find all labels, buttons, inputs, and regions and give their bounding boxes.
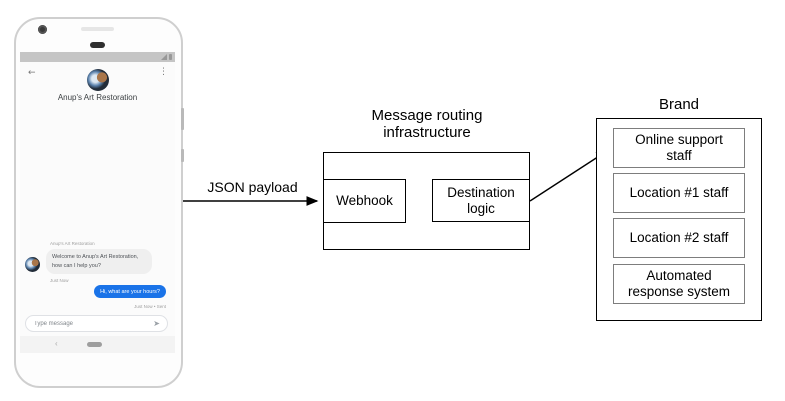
avatar xyxy=(87,69,109,91)
phone-mockup: ← ⋮ Anup's Art Restoration Anup's Art Re… xyxy=(14,17,184,388)
speaker-slot xyxy=(81,27,114,31)
battery-icon xyxy=(169,54,172,60)
brand-box-online-support: Online support staff xyxy=(613,128,745,168)
brand-container-box: Online support staff Location #1 staff L… xyxy=(596,118,762,321)
message-input[interactable] xyxy=(34,316,144,331)
status-bar xyxy=(20,52,175,62)
routing-title: Message routing infrastructure xyxy=(371,107,483,141)
brand-box-location-1: Location #1 staff xyxy=(613,173,745,213)
earpiece xyxy=(90,42,105,48)
json-payload-label: JSON payload xyxy=(207,179,298,195)
nav-back-icon[interactable]: ‹ xyxy=(55,339,58,348)
incoming-timestamp: Just Now xyxy=(50,278,69,283)
brand-box-automated-response: Automated response system xyxy=(613,264,745,304)
overflow-menu-icon[interactable]: ⋮ xyxy=(159,67,168,77)
destination-logic-box: Destination logic xyxy=(432,179,530,222)
volume-button xyxy=(181,149,184,162)
outgoing-status: Just Now • Sent xyxy=(134,304,166,309)
nav-home-pill[interactable] xyxy=(87,342,102,347)
power-button xyxy=(181,108,184,130)
brand-title: Brand xyxy=(658,96,700,113)
send-icon[interactable]: ➤ xyxy=(153,319,160,328)
avatar-small xyxy=(25,257,40,272)
outgoing-message-bubble: Hi, what are your hours? xyxy=(94,285,166,298)
chat-title: Anup's Art Restoration xyxy=(57,93,138,102)
android-nav-bar: ‹ xyxy=(20,336,175,353)
incoming-message-bubble: Welcome to Anup's Art Restoration, how c… xyxy=(46,249,152,275)
front-camera-icon xyxy=(38,25,47,34)
sender-label: Anup's Art Restoration xyxy=(50,241,95,246)
webhook-box: Webhook xyxy=(323,179,406,223)
signal-icon xyxy=(161,54,167,60)
brand-box-location-2: Location #2 staff xyxy=(613,218,745,258)
back-arrow-icon[interactable]: ← xyxy=(28,68,36,78)
status-icons xyxy=(161,54,172,60)
message-composer[interactable]: ➤ xyxy=(25,315,168,332)
phone-screen: ← ⋮ Anup's Art Restoration Anup's Art Re… xyxy=(20,52,175,353)
